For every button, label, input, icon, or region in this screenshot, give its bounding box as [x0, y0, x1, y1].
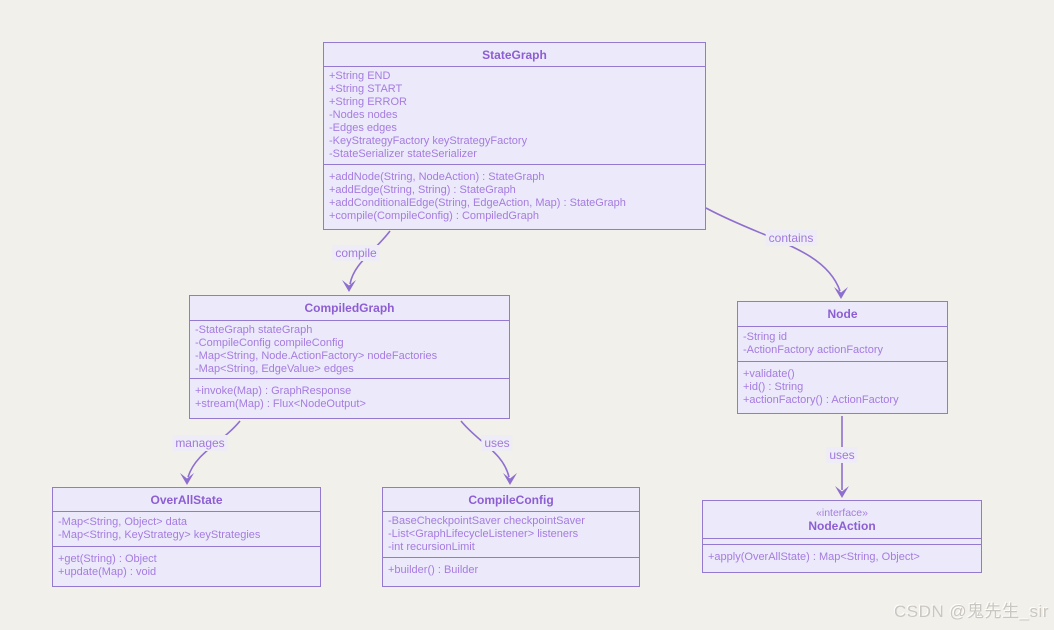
class-title: CompiledGraph [190, 296, 509, 321]
class-name: OverAllState [150, 492, 223, 507]
attribute-row: -Nodes nodes [329, 109, 398, 121]
class-methods: +validate() +id() : String +actionFactor… [738, 362, 947, 413]
class-name: NodeAction [808, 518, 876, 533]
method-row: +apply(OverAllState) : Map<String, Objec… [708, 551, 920, 563]
csdn-watermark: CSDN @鬼先生_sir [893, 602, 1049, 621]
class-title: OverAllState [53, 488, 320, 512]
class-name: StateGraph [482, 47, 547, 62]
arrowhead-manages [180, 473, 194, 485]
attribute-row: -StateGraph stateGraph [195, 324, 313, 336]
class-methods: +builder() : Builder [383, 558, 639, 586]
class-box-stategraph: StateGraph +String END +String START +St… [323, 42, 706, 230]
attribute-row: -CompileConfig compileConfig [195, 337, 344, 349]
edge-label-manages: manages [172, 435, 228, 451]
class-attributes: +String END +String START +String ERROR … [324, 67, 705, 165]
class-methods: +get(String) : Object +update(Map) : voi… [53, 547, 320, 586]
class-box-compileconfig: CompileConfig -BaseCheckpointSaver check… [382, 487, 640, 587]
class-attributes-empty [703, 539, 981, 545]
arrowhead-contains [834, 287, 848, 299]
attribute-row: -Map<String, Node.ActionFactory> nodeFac… [195, 350, 438, 362]
arrowhead-uses-nodeaction [835, 486, 849, 498]
attribute-row: +String START [329, 83, 403, 95]
edge-label-compile: compile [332, 245, 380, 261]
method-row: +validate() [743, 368, 795, 380]
method-row: +invoke(Map) : GraphResponse [195, 385, 352, 397]
class-attributes: -String id -ActionFactory actionFactory [738, 327, 947, 362]
class-title: CompileConfig [383, 488, 639, 512]
attribute-row: -KeyStrategyFactory keyStrategyFactory [329, 135, 528, 147]
attribute-row: -ActionFactory actionFactory [743, 344, 883, 356]
attribute-row: -Map<String, Object> data [58, 516, 188, 528]
method-row: +id() : String [743, 381, 804, 393]
class-title: «interface» NodeAction [703, 501, 981, 539]
class-box-node: Node -String id -ActionFactory actionFac… [737, 301, 948, 414]
class-attributes: -BaseCheckpointSaver checkpointSaver -Li… [383, 512, 639, 558]
method-row: +update(Map) : void [58, 566, 157, 578]
class-title: Node [738, 302, 947, 327]
attribute-row: -List<GraphLifecycleListener> listeners [388, 528, 579, 540]
class-box-overallstate: OverAllState -Map<String, Object> data -… [52, 487, 321, 587]
arrowhead-compile [342, 280, 356, 292]
class-methods: +invoke(Map) : GraphResponse +stream(Map… [190, 379, 509, 418]
class-attributes: -Map<String, Object> data -Map<String, K… [53, 512, 320, 547]
attribute-row: +String ERROR [329, 96, 407, 108]
attribute-row: -StateSerializer stateSerializer [329, 148, 477, 160]
class-name: Node [827, 307, 858, 321]
attribute-row: -BaseCheckpointSaver checkpointSaver [388, 515, 585, 527]
method-row: +compile(CompileConfig) : CompiledGraph [329, 210, 540, 222]
edge-label-uses-compileconfig: uses [481, 435, 513, 451]
class-box-nodeaction: «interface» NodeAction +apply(OverAllSta… [702, 500, 982, 573]
method-row: +addNode(String, NodeAction) : StateGrap… [329, 171, 545, 183]
attribute-row: -Map<String, EdgeValue> edges [195, 363, 354, 375]
attribute-row: -int recursionLimit [388, 541, 475, 553]
class-methods: +apply(OverAllState) : Map<String, Objec… [703, 545, 981, 572]
edge-label-uses-nodeaction: uses [826, 447, 858, 463]
attribute-row: -String id [743, 331, 788, 343]
method-row: +addEdge(String, String) : StateGraph [329, 184, 516, 196]
arrowhead-uses-compileconfig [503, 473, 517, 485]
class-title: StateGraph [324, 43, 705, 67]
edge-label-contains: contains [765, 230, 817, 246]
method-row: +get(String) : Object [58, 553, 157, 565]
method-row: +addConditionalEdge(String, EdgeAction, … [329, 197, 626, 209]
method-row: +stream(Map) : Flux<NodeOutput> [195, 398, 366, 410]
method-row: +builder() : Builder [388, 564, 479, 576]
edge-contains [705, 207, 841, 292]
class-attributes: -StateGraph stateGraph -CompileConfig co… [190, 321, 509, 379]
class-box-compiledgraph: CompiledGraph -StateGraph stateGraph -Co… [189, 295, 510, 419]
attribute-row: -Map<String, KeyStrategy> keyStrategies [58, 529, 261, 541]
attribute-row: +String END [329, 70, 391, 82]
class-name: CompileConfig [468, 492, 554, 507]
method-row: +actionFactory() : ActionFactory [743, 394, 899, 406]
class-stereotype: «interface» [816, 506, 868, 519]
class-methods: +addNode(String, NodeAction) : StateGrap… [324, 165, 705, 229]
class-name: CompiledGraph [304, 301, 395, 315]
attribute-row: -Edges edges [329, 122, 397, 134]
